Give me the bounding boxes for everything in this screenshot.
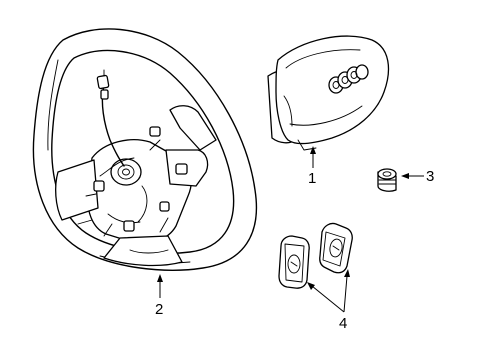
switch-right bbox=[319, 222, 353, 274]
steering-wheel bbox=[32, 28, 257, 271]
callout-1: 1 bbox=[308, 170, 316, 187]
callout-3: 3 bbox=[426, 168, 434, 185]
callout-4: 4 bbox=[339, 315, 347, 332]
switch-left bbox=[278, 235, 310, 289]
callout-2: 2 bbox=[155, 301, 163, 318]
emblem-icon bbox=[328, 64, 369, 94]
bolt-icon bbox=[377, 168, 397, 192]
leader-4a bbox=[311, 285, 345, 313]
airbag-module bbox=[267, 35, 390, 151]
leader-4b bbox=[343, 275, 348, 313]
hub-bolt-icon bbox=[93, 126, 188, 232]
wire-harness bbox=[96, 69, 125, 167]
